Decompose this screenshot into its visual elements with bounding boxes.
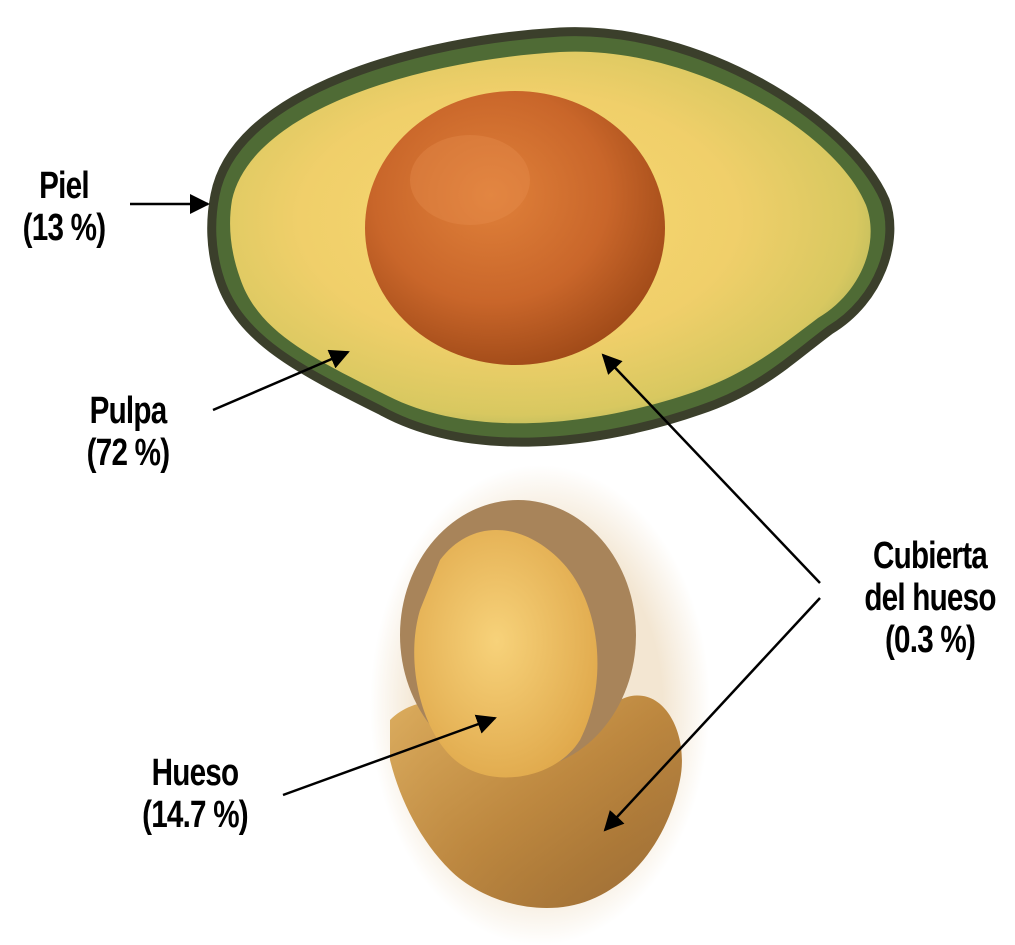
seed-photo <box>370 465 710 945</box>
label-pulpa-pct: (72 %) <box>66 432 191 474</box>
label-piel: Piel (13 %) <box>14 165 114 249</box>
seed-highlight <box>410 135 530 225</box>
label-piel-name: Piel <box>14 165 114 207</box>
label-cubierta: Cubierta del hueso (0.3 %) <box>864 535 997 661</box>
label-hueso: Hueso (14.7 %) <box>129 752 262 836</box>
avocado-seed <box>365 91 665 365</box>
label-piel-pct: (13 %) <box>14 207 114 249</box>
label-cubierta-pct: (0.3 %) <box>864 619 997 661</box>
label-cubierta-line2: del hueso <box>864 577 997 619</box>
label-cubierta-line1: Cubierta <box>864 535 997 577</box>
label-hueso-name: Hueso <box>129 752 262 794</box>
label-pulpa: Pulpa (72 %) <box>66 390 191 474</box>
label-hueso-pct: (14.7 %) <box>129 794 262 836</box>
avocado-half <box>212 32 890 442</box>
label-pulpa-name: Pulpa <box>66 390 191 432</box>
